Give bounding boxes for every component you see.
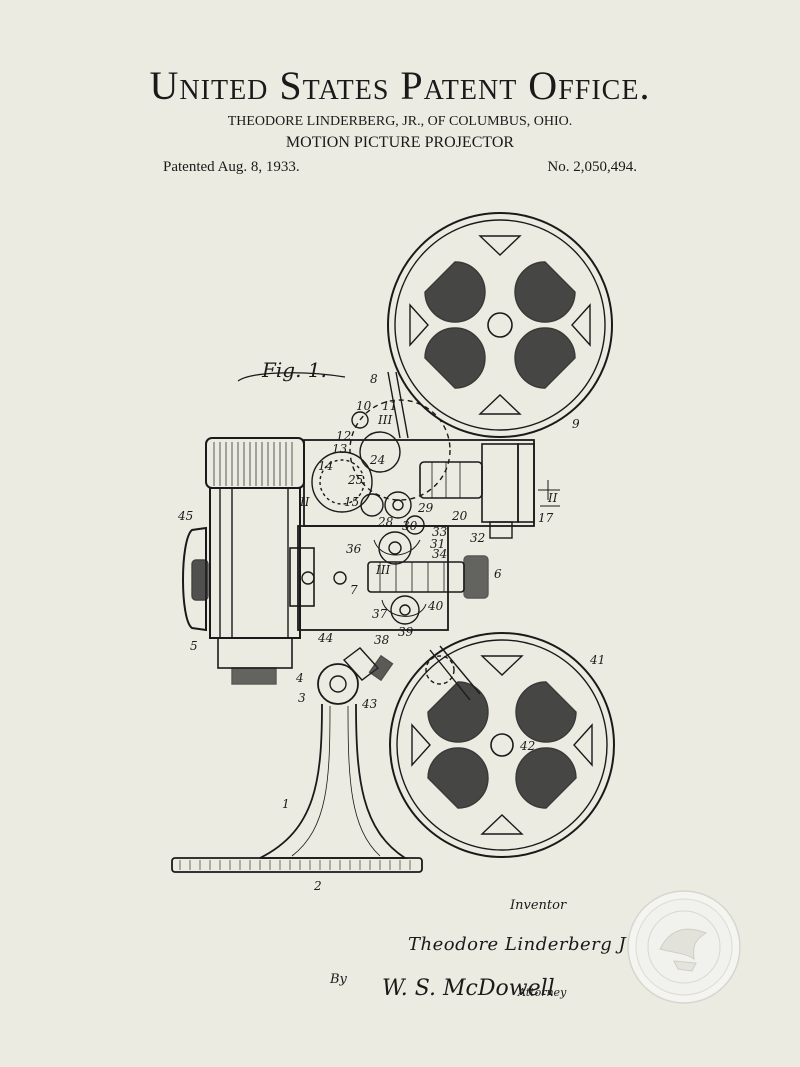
ref-12: 12: [336, 429, 351, 443]
ref-II-left: II: [299, 495, 310, 509]
ref-33: 33: [432, 525, 448, 539]
office-title: United States Patent Office.: [149, 63, 651, 108]
reference-numerals: 1 2 3 4 5 6 7 8 9 10 11 III 12 13 14 15 …: [177, 372, 605, 893]
attorney-signature: W. S. McDowell: [382, 976, 555, 1001]
upper-reel: [387, 212, 613, 438]
pedestal: [171, 703, 423, 873]
by-label: By: [330, 972, 347, 987]
ref-2: 2: [313, 879, 322, 893]
upper-arm: [387, 371, 409, 439]
ref-45: 45: [177, 509, 193, 523]
ref-7: 7: [350, 583, 358, 597]
ref-40: 40: [427, 599, 444, 613]
ref-II-right: II: [547, 491, 558, 505]
ref-5: 5: [190, 639, 198, 653]
ref-3: 3: [298, 691, 306, 705]
ref-13: 13: [332, 442, 348, 456]
ref-8: 8: [370, 372, 378, 386]
ref-6: 6: [494, 567, 502, 581]
attorney-caption: Attorney: [518, 986, 567, 999]
ref-14: 14: [318, 459, 333, 473]
ref-36: 36: [346, 542, 362, 556]
inventor-caption: Inventor: [510, 898, 567, 913]
ref-24: 24: [369, 453, 385, 467]
inventor-signature: Theodore Linderberg Jr.: [408, 934, 640, 955]
patented-date: Patented Aug. 8, 1933.: [163, 159, 300, 175]
inventor-line: THEODORE LINDERBERG, JR., OF COLUMBUS, O…: [227, 114, 573, 129]
ref-20: 20: [451, 509, 468, 523]
ref-1: 1: [282, 797, 290, 811]
ref-37: 37: [372, 607, 388, 621]
patent-number: No. 2,050,494.: [547, 159, 637, 175]
ref-9: 9: [572, 417, 580, 431]
ref-29: 29: [417, 501, 434, 515]
figure-label: Fig. 1.: [262, 358, 327, 382]
lamp-housing: [205, 437, 305, 685]
ref-39: 39: [398, 625, 414, 639]
ref-28: 28: [377, 515, 394, 529]
ref-III-lower: III: [375, 563, 390, 577]
ref-17: 17: [538, 511, 554, 525]
ref-10: 10: [356, 399, 372, 413]
lower-reel: [389, 632, 615, 858]
ref-25: 25: [347, 473, 363, 487]
ref-III-upper: III: [377, 413, 392, 427]
section-line: [538, 480, 560, 507]
ref-4: 4: [295, 671, 304, 685]
ref-30: 30: [402, 519, 418, 533]
pivot-assembly: [317, 647, 394, 705]
ref-41: 41: [589, 653, 605, 667]
ref-11: 11: [382, 399, 397, 413]
figure-flourish: [237, 372, 346, 382]
lamp-cap: [182, 526, 209, 632]
lower-arm-hub: [425, 655, 455, 685]
ref-38: 38: [374, 633, 390, 647]
ref-32: 32: [470, 531, 485, 545]
invention-title: MOTION PICTURE PROJECTOR: [285, 134, 515, 151]
ref-44: 44: [317, 631, 333, 645]
embossed-seal-icon: [627, 890, 741, 1004]
lower-arm: [429, 645, 481, 701]
ref-34: 34: [432, 547, 447, 561]
ref-15: 15: [344, 495, 359, 509]
ref-31: 31: [430, 537, 445, 551]
ref-43: 43: [361, 697, 378, 711]
mechanism-body: [289, 399, 535, 631]
ref-42: 42: [519, 739, 535, 753]
